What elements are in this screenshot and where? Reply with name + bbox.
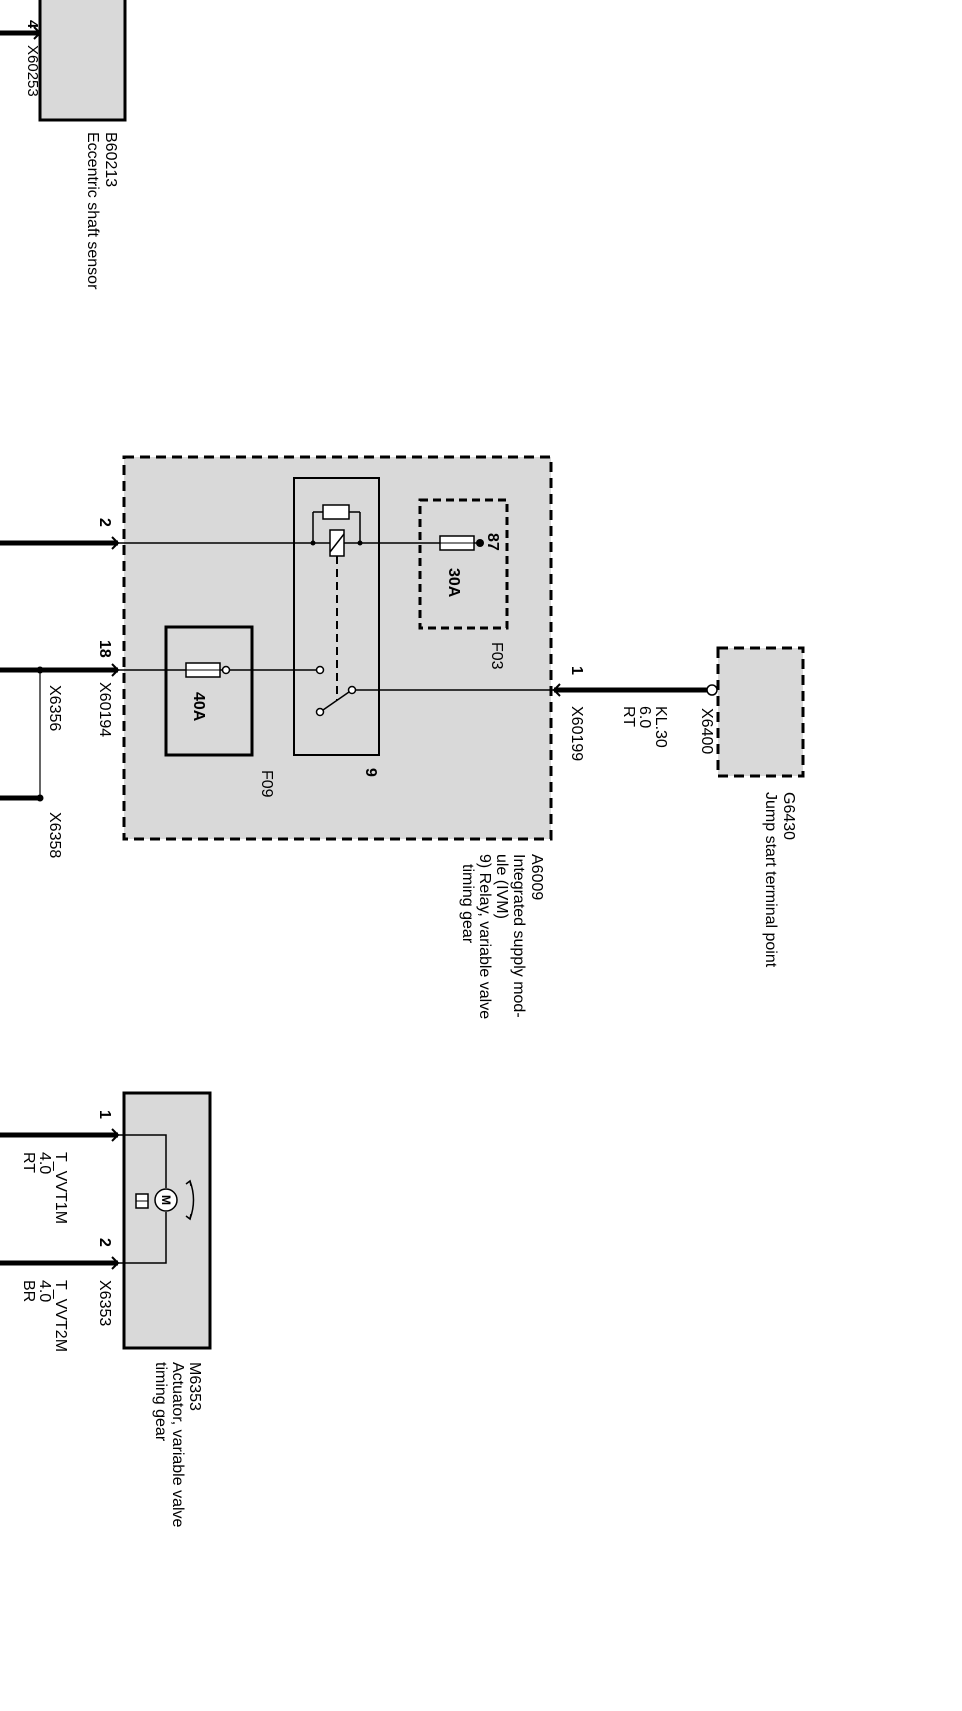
a6009-desc-line-1: Integrated supply mod- xyxy=(510,854,527,1018)
a6009-desc-line-4: timing gear xyxy=(459,864,476,944)
m6353-desc-line-2: timing gear xyxy=(152,1362,169,1442)
kl30-wire: 1 X60199 KL.30 6.0 RT xyxy=(552,666,718,761)
g6430-id: G6430 xyxy=(780,792,797,840)
wire2-name: T_VVT2M xyxy=(52,1280,69,1352)
f09-rating: 40A xyxy=(190,692,207,722)
m6353-desc-line-1: Actuator, variable valve xyxy=(169,1362,186,1528)
kl30-wire-name: KL.30 xyxy=(652,706,669,748)
splice-x6358-label: X6358 xyxy=(46,812,63,858)
g6430-connector-label: X6400 xyxy=(698,708,715,754)
b60213-id: B60213 xyxy=(102,132,119,187)
f03-pin-label: 87 xyxy=(484,533,501,551)
m6353-internal-wire-2 xyxy=(118,1212,167,1264)
a6009-id: A6009 xyxy=(528,854,545,900)
g6430-component: X6400 G6430 Jump start terminal point xyxy=(698,646,805,968)
a6009-desc-line-3: 9) Relay, variable valve xyxy=(476,854,493,1019)
b60213-description: Eccentric shaft sensor xyxy=(84,132,101,290)
a6009-pin-2: 2 xyxy=(96,518,113,527)
wire1-color: RT xyxy=(20,1152,37,1173)
wire2-color: BR xyxy=(20,1280,37,1302)
m6353-pin-1: 1 xyxy=(96,1110,113,1119)
wire1-name: T_VVT1M xyxy=(52,1152,69,1224)
kl30-wire-size: 6.0 xyxy=(636,706,653,728)
a6009-connector-x60199: X60199 xyxy=(568,706,585,761)
a6009-pin18-connection: 18 X60194 xyxy=(0,640,120,737)
b60213-connector-label: X60253 xyxy=(24,45,41,97)
splice-x6356-x6358: X6356 X6358 xyxy=(0,666,63,858)
b60213-component: 4 X60253 B60213 Eccentric shaft sensor xyxy=(0,0,127,290)
motor-icon: M xyxy=(135,1179,195,1221)
relay-9-label: 9 xyxy=(362,768,379,777)
kl30-wire-color: RT xyxy=(620,706,637,727)
m6353-connector-label: X6353 xyxy=(96,1280,113,1326)
m6353-id: M6353 xyxy=(186,1362,203,1411)
m6353-internal-wire-1 xyxy=(118,1134,167,1188)
f03-fuse xyxy=(439,535,484,551)
b60213-pin: 4 xyxy=(24,20,41,29)
relay-9-housing xyxy=(293,477,380,756)
wire2-size: 4.0 xyxy=(36,1280,53,1302)
motor-symbol-letter: M xyxy=(159,1195,173,1205)
f03-rating: 30A xyxy=(445,568,462,598)
f09-fuse xyxy=(185,662,231,678)
wire1-size: 4.0 xyxy=(36,1152,53,1174)
splice-x6356-label: X6356 xyxy=(46,685,63,731)
relay-coil xyxy=(310,504,363,557)
a6009-pin-1: 1 xyxy=(568,666,585,675)
a6009-pin2-connection: 2 xyxy=(0,518,120,550)
f03-id: F03 xyxy=(488,642,505,670)
m6353-component: M 1 2 X6353 T_VVT1M 4.0 RT T_VVT2M 4.0 B… xyxy=(0,1091,212,1528)
f09-fuse-box xyxy=(164,625,254,757)
a6009-pin-18: 18 xyxy=(96,640,113,658)
g6430-description: Jump start terminal point xyxy=(762,792,779,968)
f09-id: F09 xyxy=(258,770,275,798)
b60213-connector-mark xyxy=(33,26,42,40)
a6009-desc-line-2: ule (IVM) xyxy=(493,854,510,919)
relay-switch xyxy=(315,665,357,717)
m6353-pin-2: 2 xyxy=(96,1238,113,1247)
a6009-connector-x60194: X60194 xyxy=(96,682,113,737)
f03-fuse-box xyxy=(418,498,509,630)
a6009-module: 87 30A F03 40A F09 9 A6009 Integrated su… xyxy=(118,455,554,1019)
